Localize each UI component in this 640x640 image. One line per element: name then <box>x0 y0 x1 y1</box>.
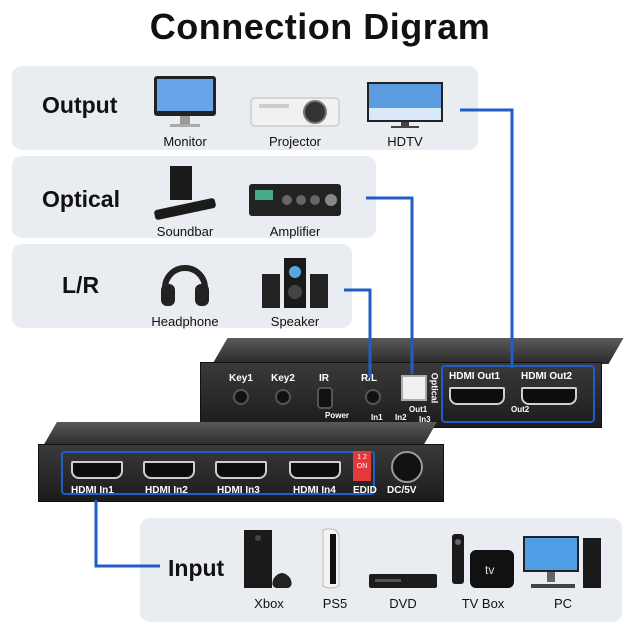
device-projector: Projector <box>240 70 350 149</box>
device-xbox: Xbox <box>214 522 324 611</box>
key1-label: Key1 <box>229 373 253 384</box>
output-box: Key1 Key2 IR R/L Optical Power In1 In2 I… <box>200 362 602 428</box>
rl-label: R/L <box>361 373 378 384</box>
device-ps5: PS5 <box>280 522 390 611</box>
page-title: Connection Digram <box>149 6 491 47</box>
device-label: DVD <box>389 596 417 611</box>
device-label: Soundbar <box>156 224 214 239</box>
hdmi-in1-label: HDMI In1 <box>71 485 114 496</box>
device-label: Speaker <box>270 314 320 329</box>
group-label-output: Output <box>42 92 118 118</box>
device-label: TV Box <box>461 596 505 611</box>
hdmi-in-highlight <box>61 451 375 495</box>
device-speaker: Speaker <box>240 250 350 329</box>
hdmi-out1-label: HDMI Out1 <box>449 371 501 382</box>
device-dvd: DVD <box>348 522 458 611</box>
out2-label: Out2 <box>511 405 530 414</box>
svg-text:tv: tv <box>485 563 494 577</box>
projector-icon <box>250 97 340 127</box>
in3-label: In3 <box>419 415 431 424</box>
input-box: HDMI In1 HDMI In2 HDMI In3 HDMI In4 1 2 … <box>38 444 444 502</box>
dc-label: DC/5V <box>387 485 417 496</box>
tvbox-icon: tv <box>452 534 514 588</box>
headphone-icon <box>161 265 209 306</box>
dc-port[interactable] <box>391 451 423 483</box>
device-label: Xbox <box>254 596 284 611</box>
ps5-icon <box>322 528 340 589</box>
device-label: PS5 <box>322 596 348 611</box>
wire-optical <box>366 196 414 374</box>
soundbar-icon <box>154 166 216 220</box>
group-label-optical: Optical <box>42 186 120 212</box>
hdmi-in4-label: HDMI In4 <box>293 485 336 496</box>
edid-switch[interactable]: 1 2 ON <box>353 451 371 481</box>
in2-label: In2 <box>395 413 407 422</box>
hdmi-out1-port[interactable] <box>449 387 505 405</box>
wire-lr <box>344 288 372 378</box>
hdmi-in2-port[interactable] <box>143 461 195 479</box>
device-tvbox: tv TV Box <box>428 522 538 611</box>
out1-label: Out1 <box>409 405 428 414</box>
edid-label: EDID <box>353 485 377 496</box>
device-amplifier: Amplifier <box>240 160 350 239</box>
monitor-icon <box>154 76 216 127</box>
xbox-icon <box>244 530 292 588</box>
device-monitor: Monitor <box>130 70 240 149</box>
in1-label: In1 <box>371 413 383 422</box>
device-label: Monitor <box>163 134 207 149</box>
device-headphone: Headphone <box>130 250 240 329</box>
hdmi-out2-port[interactable] <box>521 387 577 405</box>
group-label-input: Input <box>168 555 225 581</box>
wire-input <box>94 500 160 568</box>
device-soundbar: Soundbar <box>130 160 240 239</box>
device-label: PC <box>553 596 573 611</box>
optical-port[interactable] <box>401 375 427 401</box>
rl-port[interactable] <box>365 389 381 405</box>
pc-icon <box>523 536 601 588</box>
dvd-icon <box>369 574 437 588</box>
hdmi-in4-port[interactable] <box>289 461 341 479</box>
key2-label: Key2 <box>271 373 295 384</box>
device-hdtv: HDTV <box>350 70 460 149</box>
hdmi-in1-port[interactable] <box>71 461 123 479</box>
key2-button[interactable] <box>275 389 291 405</box>
key1-button[interactable] <box>233 389 249 405</box>
device-label: HDTV <box>387 134 423 149</box>
device-label: Amplifier <box>269 224 321 239</box>
wire-output <box>460 108 514 368</box>
ir-label: IR <box>319 373 329 384</box>
device-pc: PC <box>508 522 618 611</box>
speaker-icon <box>262 258 328 308</box>
device-label: Headphone <box>151 314 219 329</box>
hdmi-in3-label: HDMI In3 <box>217 485 260 496</box>
hdmi-in3-port[interactable] <box>215 461 267 479</box>
amplifier-icon <box>249 184 341 216</box>
group-label-lr: L/R <box>62 272 100 298</box>
ir-port[interactable] <box>317 387 333 409</box>
hdmi-out-highlight <box>441 365 595 423</box>
tv-icon <box>367 82 443 128</box>
hdmi-in2-label: HDMI In2 <box>145 485 188 496</box>
power-label: Power <box>325 411 350 420</box>
hdmi-out2-label: HDMI Out2 <box>521 371 573 382</box>
device-label: Projector <box>268 134 322 149</box>
